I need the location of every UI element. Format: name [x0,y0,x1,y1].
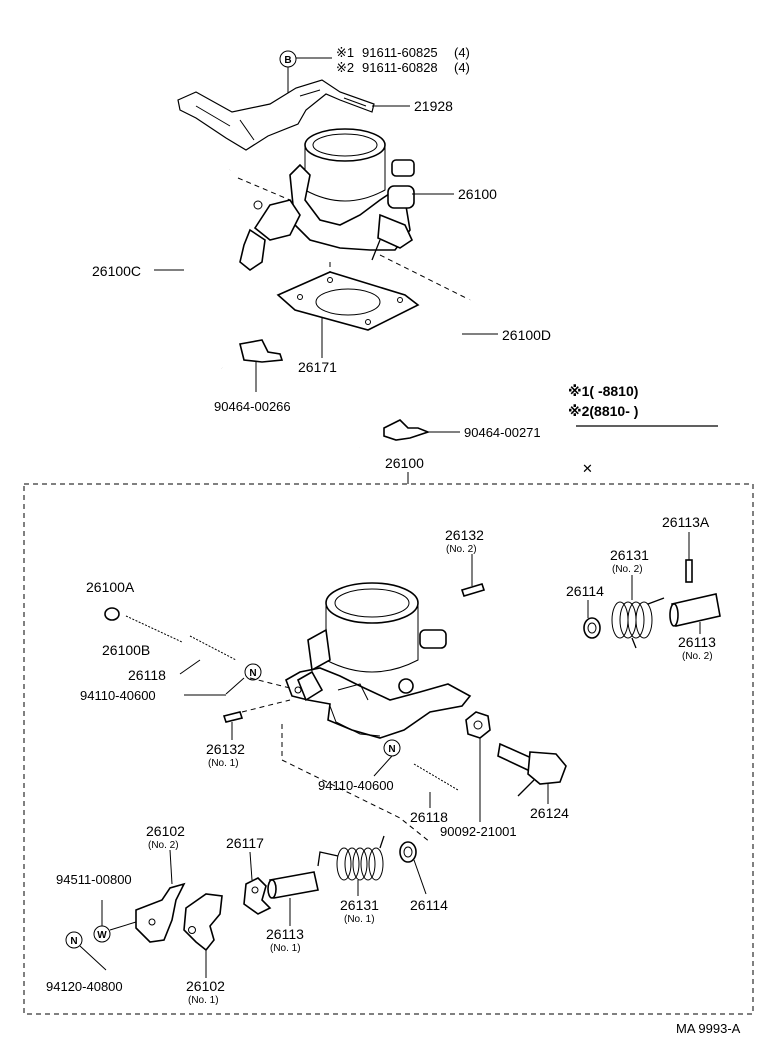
label-26131-bot: 26131 [340,897,379,913]
label-26118-bot: 26118 [410,809,448,825]
spring-26118-bot [413,763,459,808]
label-90464-00266: 90464-00266 [214,399,291,414]
svg-text:N: N [388,744,395,755]
label-90464-00271: 90464-00271 [464,425,541,440]
label-26118-top: 26118 [128,667,166,683]
label-21928: 21928 [414,98,453,114]
note-1-prefix: ※1 [336,45,354,60]
note-2-prefix: ※2 [336,60,354,75]
legend-line-2: ※2(8810- ) [568,403,638,419]
label-94110-40600-top: 94110-40600 [80,688,156,703]
note-1-qty: (4) [454,45,470,60]
label-26132-top-sub: (No. 2) [446,544,477,555]
nut-marker-top: N [225,663,262,695]
label-26100d: 26100D [502,327,551,343]
label-26131-bot-sub: (No. 1) [344,914,375,925]
label-94110-40600-bot: 94110-40600 [318,778,394,793]
label-26102-top-sub: (No. 2) [148,840,179,851]
lever-26102-no1 [183,893,223,978]
label-26113-bot: 26113 [266,926,304,942]
fitting-26124 [497,742,567,804]
screw-26132-no2 [460,554,486,597]
label-94511-00800: 94511-00800 [56,872,132,887]
hose-26100d [355,296,498,449]
washer-26114-top [583,600,601,639]
lever-26117 [243,851,272,915]
legend-line-1: ※1( -8810) [568,383,638,399]
label-26102-top: 26102 [146,823,185,839]
note-2-part: 91611-60828 [362,60,438,75]
label-26171: 26171 [298,359,337,375]
stray-mark: ✕ [582,461,593,476]
label-26132-bot: 26132 [206,741,245,757]
label-94120-40800: 94120-40800 [46,979,123,994]
label-26132-top: 26132 [445,527,484,543]
washer-marker-w: W [93,900,137,943]
hose-26100c [154,166,234,370]
nut-90092-21001 [465,711,491,822]
label-26124: 26124 [530,805,569,821]
clip-90464-00271 [383,419,460,441]
label-26113a: 26113A [662,514,710,530]
note-2-qty: (4) [454,60,470,75]
spring-26118-top [179,635,237,675]
lever-26102-no2 [135,849,186,943]
label-26100-box: 26100 [385,455,424,471]
svg-text:N: N [70,936,77,947]
throttle-body-main [285,582,472,739]
bracket-21928 [177,79,410,151]
note-1-part: 91611-60825 [362,45,438,60]
spring-26131-no1 [317,835,385,896]
label-26100c: 26100C [92,263,141,279]
label-26117: 26117 [226,835,264,851]
label-90092-21001: 90092-21001 [440,824,517,839]
svg-text:W: W [97,930,107,941]
b-mark: B [284,55,291,66]
sleeve-26113-no2 [669,593,721,634]
washer-26114-bot [399,841,427,895]
sleeve-26113-no1 [267,871,319,926]
gasket-26171 [276,271,420,358]
label-26100b: 26100B [102,642,150,658]
legend: ※1( -8810) ※2(8810- ) [568,383,718,427]
pin-26113a [685,532,693,583]
screw-26132-no1 [222,711,244,740]
assembly-boundary [23,483,754,1015]
screw-26100b [125,615,183,643]
label-26100-top: 26100 [458,186,497,202]
label-26114-top: 26114 [566,583,604,599]
spring-26131-no2 [611,575,665,649]
diagram-code: MA 9993-A [676,1021,741,1036]
label-26131-top-sub: (No. 2) [612,564,643,575]
label-26102-bot: 26102 [186,978,225,994]
label-26132-bot-sub: (No. 1) [208,758,239,769]
label-26113-top-sub: (No. 2) [682,651,713,662]
label-26114-bot: 26114 [410,897,448,913]
note-1: ※1 91611-60825 (4) [336,45,470,60]
label-26131-top: 26131 [610,547,649,563]
cap-26100a [104,607,120,621]
clip-90464-00266 [239,339,284,392]
label-26102-bot-sub: (No. 1) [188,995,219,1006]
svg-text:N: N [249,668,256,679]
label-26113-bot-sub: (No. 1) [270,943,301,954]
nut-marker-mid: N [373,739,401,777]
throttle-body-top [239,128,454,271]
label-26100a: 26100A [86,579,135,595]
label-26113-top: 26113 [678,634,716,650]
note-2: ※2 91611-60828 (4) [336,60,470,75]
nut-marker-bot: N [65,931,107,971]
